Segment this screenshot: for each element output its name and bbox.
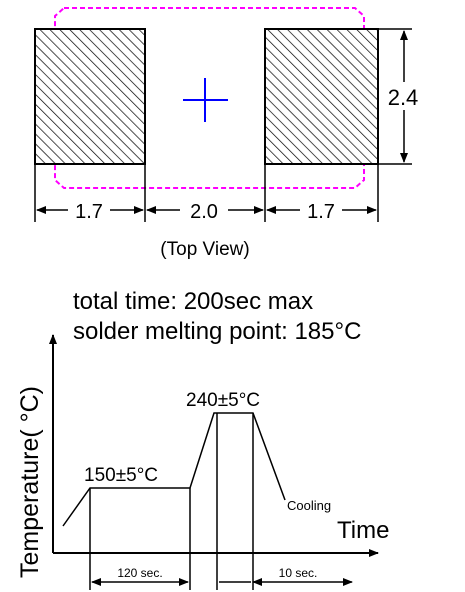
cooling-label: Cooling bbox=[287, 498, 331, 513]
peak-temperature-label: 240±5°C bbox=[186, 390, 260, 411]
time-guide-lines bbox=[89, 413, 254, 590]
peak-duration-label: 10 sec. bbox=[279, 566, 318, 580]
preheat-duration-label: 120 sec. bbox=[117, 566, 162, 580]
height-label: 2.4 bbox=[388, 85, 419, 110]
preheat-temperature-label: 150±5°C bbox=[84, 465, 158, 486]
x-axis-label: Time bbox=[337, 517, 389, 544]
gap-width-label: 2.0 bbox=[190, 201, 218, 223]
y-axis-label: Temperature( °C) bbox=[16, 386, 44, 578]
left-pad bbox=[34, 28, 146, 165]
footprint-drawing: 2.4 1.7 2.0 1.7 (Top View) bbox=[34, 7, 422, 260]
temperature-profile-curve bbox=[62, 412, 286, 527]
top-view-label: (Top View) bbox=[160, 239, 249, 260]
total-time-note: total time: 200sec max bbox=[73, 288, 313, 315]
center-mark-icon bbox=[183, 78, 228, 122]
melting-point-note: solder melting point: 185°C bbox=[73, 318, 361, 345]
reflow-profile: total time: 200sec max solder melting po… bbox=[16, 288, 389, 590]
right-pad-width-label: 1.7 bbox=[307, 201, 335, 223]
axes bbox=[49, 334, 379, 557]
right-pad bbox=[264, 28, 379, 165]
left-pad-width-label: 1.7 bbox=[75, 201, 103, 223]
